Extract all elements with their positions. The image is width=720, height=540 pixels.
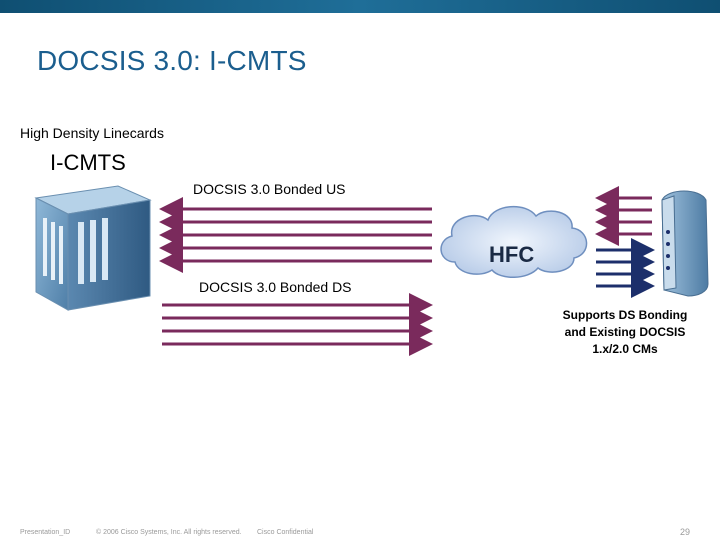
modem-note: Supports DS Bonding and Existing DOCSIS … (540, 307, 710, 358)
upstream-label: DOCSIS 3.0 Bonded US (193, 181, 346, 197)
footer-confidential: Cisco Confidential (257, 529, 314, 536)
upstream-arrows (159, 197, 432, 273)
modem-note-line: and Existing DOCSIS (564, 325, 686, 339)
downstream-arrows (162, 293, 433, 356)
cmts-icon (34, 185, 152, 311)
footer-copyright: © 2006 Cisco Systems, Inc. All rights re… (96, 529, 242, 536)
cable-modem-icon (661, 190, 709, 297)
footer-presentation-id: Presentation_ID (20, 529, 71, 536)
downstream-label: DOCSIS 3.0 Bonded DS (199, 279, 352, 295)
modem-arrows (595, 186, 655, 298)
modem-note-line: Supports DS Bonding (562, 308, 688, 322)
hfc-cloud-icon (440, 205, 588, 278)
subtitle: High Density Linecards (20, 125, 164, 141)
slide-title: DOCSIS 3.0: I-CMTS (37, 45, 307, 76)
top-bar (0, 0, 720, 13)
modem-note-line: 1.x/2.0 CMs (592, 342, 658, 356)
page-number: 29 (680, 527, 691, 537)
hfc-label: HFC (489, 242, 535, 267)
cmts-label: I-CMTS (50, 150, 126, 175)
